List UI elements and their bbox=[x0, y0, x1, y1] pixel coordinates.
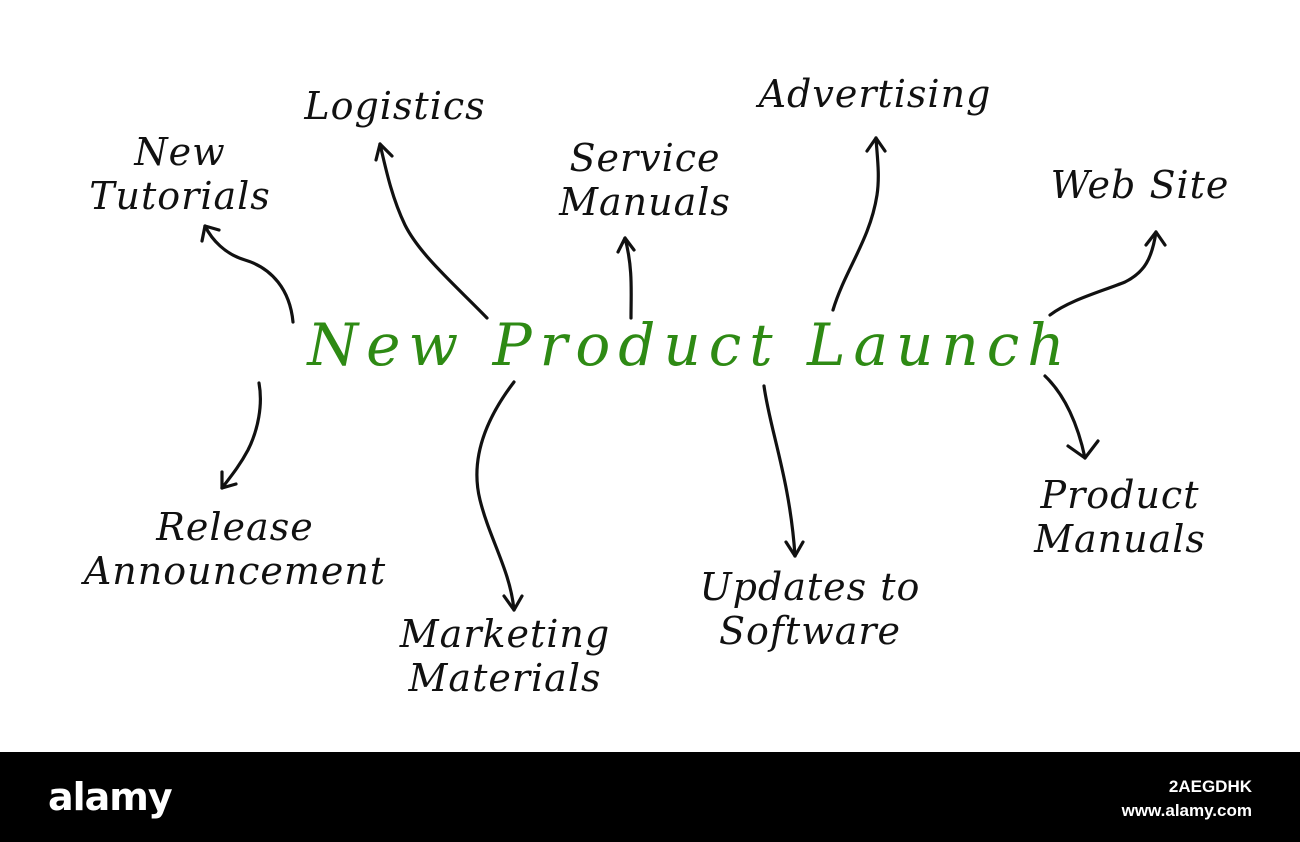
branch-label-line: Manuals bbox=[559, 180, 731, 224]
branch-label-new-tutorials: New Tutorials bbox=[55, 130, 305, 218]
branch-label-line: Product bbox=[1040, 473, 1200, 517]
branch-label-updates-to-software: Updates to Software bbox=[660, 565, 960, 653]
watermark-footer: alamy 2AEGDHK www.alamy.com bbox=[0, 752, 1300, 842]
arrow-to-new-tutorials bbox=[200, 224, 295, 324]
branch-label-line: New bbox=[134, 130, 226, 174]
branch-label-line: Manuals bbox=[1034, 517, 1206, 561]
branch-label-release-announcement: Release Announcement bbox=[25, 505, 445, 593]
arrow-to-release-announcement bbox=[220, 381, 262, 490]
arrow-to-updates-to-software bbox=[762, 384, 805, 558]
branch-label-logistics: Logistics bbox=[270, 84, 520, 128]
branch-label-line: Service bbox=[569, 136, 721, 180]
arrow-to-service-manuals bbox=[616, 236, 636, 320]
branch-label-line: Announcement bbox=[83, 549, 387, 593]
connector-arrows bbox=[200, 136, 1167, 612]
image-id-label: 2AEGDHK bbox=[1168, 777, 1252, 796]
branch-label-line: Updates to bbox=[699, 565, 921, 609]
branch-label-line: Software bbox=[718, 609, 902, 653]
site-url-label: www.alamy.com bbox=[1121, 801, 1252, 820]
branch-label-line: Web Site bbox=[1050, 163, 1230, 207]
branch-label-marketing-materials: Marketing Materials bbox=[355, 612, 655, 700]
arrow-to-product-manuals bbox=[1043, 374, 1100, 460]
branch-label-line: Marketing bbox=[399, 612, 611, 656]
branch-label-line: Advertising bbox=[758, 72, 992, 116]
alamy-logo: alamy bbox=[48, 775, 173, 819]
arrow-to-web-site bbox=[1048, 230, 1167, 317]
arrow-to-logistics bbox=[374, 142, 489, 320]
mind-map-diagram: New Product Launch New Tutorials Logisti… bbox=[25, 72, 1260, 700]
branch-label-line: Release bbox=[156, 505, 314, 549]
branch-label-line: Materials bbox=[408, 656, 602, 700]
arrow-to-advertising bbox=[831, 136, 887, 312]
branch-label-product-manuals: Product Manuals bbox=[990, 473, 1250, 561]
branch-label-service-manuals: Service Manuals bbox=[515, 136, 775, 224]
arrow-to-marketing-materials bbox=[475, 380, 524, 612]
branch-label-line: Tutorials bbox=[89, 174, 271, 218]
branch-label-web-site: Web Site bbox=[1020, 163, 1260, 207]
central-topic-title: New Product Launch bbox=[307, 311, 1073, 379]
branch-label-line: Logistics bbox=[304, 84, 486, 128]
branch-label-advertising: Advertising bbox=[715, 72, 1035, 116]
